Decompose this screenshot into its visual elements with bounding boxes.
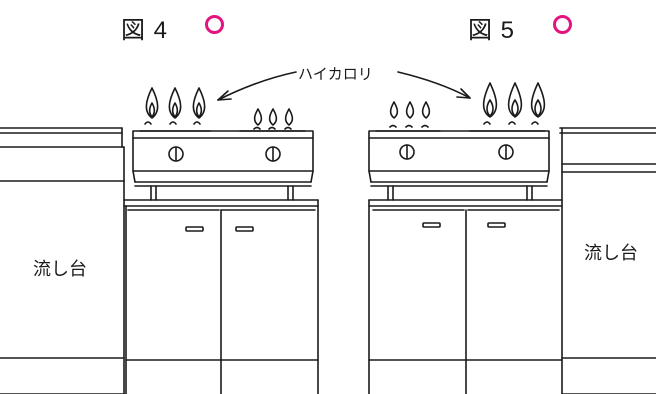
stove-left	[132, 130, 314, 201]
callout-arrow-left	[217, 71, 297, 101]
figure-5-label: 図 5	[468, 17, 516, 44]
flames-high-left	[144, 87, 206, 125]
stove-cabinet-right	[368, 199, 563, 394]
sink-counter-right	[559, 127, 656, 394]
correct-mark-icon	[553, 15, 572, 34]
flames-normal-left	[253, 108, 294, 130]
correct-mark-icon	[205, 15, 224, 34]
callout-arrow-right	[397, 71, 471, 99]
figure-4-label: 図 4	[121, 17, 169, 44]
sink-label-left: 流し台	[33, 259, 87, 280]
flames-normal-right	[389, 101, 431, 128]
stove-cabinet-left	[123, 199, 319, 394]
sink-label-right: 流し台	[584, 243, 638, 264]
stove-right	[368, 130, 550, 201]
sink-counter-left	[0, 127, 125, 394]
flames-high-right	[482, 82, 546, 125]
high-calorie-burner-callout: ハイカロリ	[298, 65, 373, 83]
